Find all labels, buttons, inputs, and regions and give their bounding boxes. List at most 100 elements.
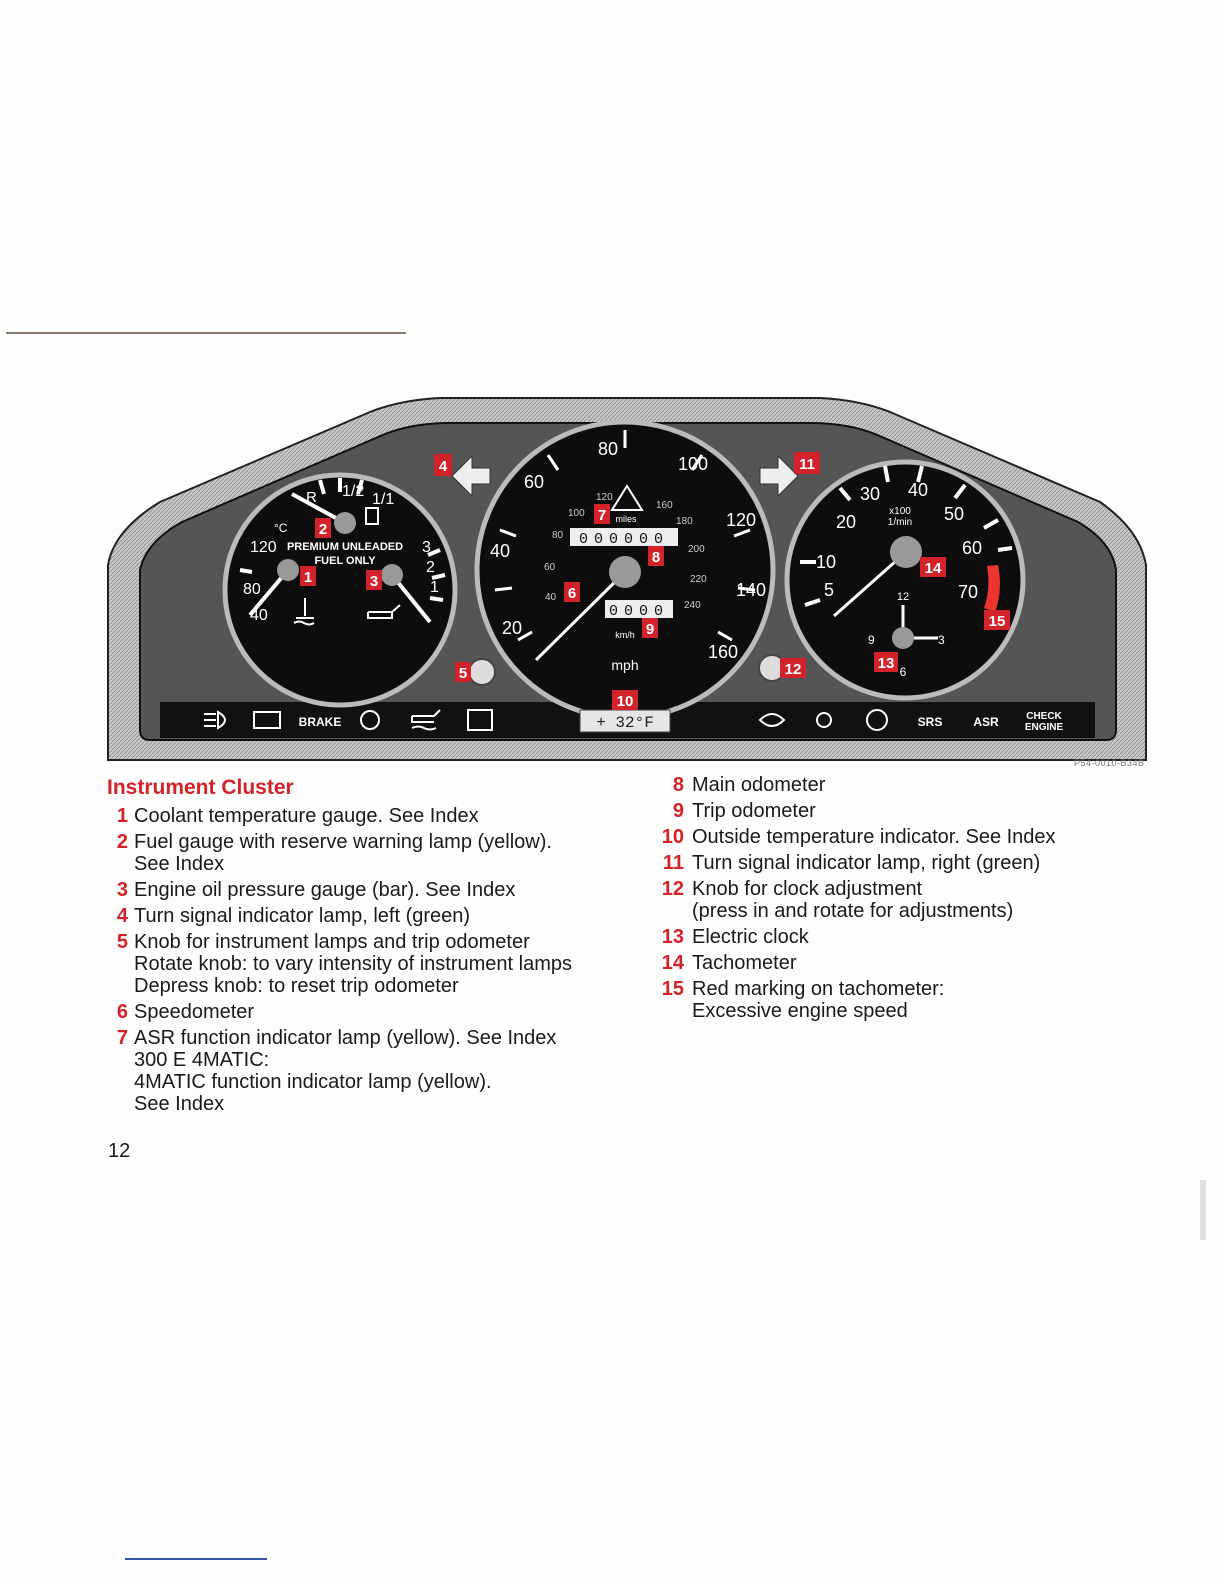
tach-label-70: 70 [958,582,978,602]
svg-text:15: 15 [989,613,1006,630]
battery-icon [253,711,281,729]
callout-10: 10 [612,690,638,710]
fuel-notice-line-1: PREMIUM UNLEADED [287,541,403,553]
callout-1: 1 [300,566,316,586]
legend-item-13: 13 Electric clock [652,926,1102,948]
instrument-cluster-illustration: R 1/2 1/1 °C 120 80 40 3 2 1 PREMIUM UNL… [107,397,1147,761]
fuel-mark-full: 1/1 [372,491,394,508]
legend-item-12: 12 Knob for clock adjustment (press in a… [652,878,1102,922]
oil-can-icon [367,604,401,619]
tachometer-ticks [800,465,1013,607]
main-odometer-digits: 000000 [579,531,669,548]
callout-13: 13 [874,652,898,672]
tachometer-needle [833,550,907,618]
mph-label-20: 20 [502,618,522,638]
tach-label-60: 60 [962,538,982,558]
lamp-srs: SRS [918,715,943,729]
kmh-label-100: 100 [568,508,585,519]
kmh-unit-label: km/h [615,630,635,640]
bulb-failure-icon [816,712,832,728]
oil-level-icon [411,709,441,731]
legend-item-10: 10 Outside temperature indicator. See In… [652,826,1102,848]
kmh-label-220: 220 [690,574,707,585]
legend-text: Depress knob: to reset trip odometer [134,975,459,997]
coolant-mark-120: 120 [250,539,277,556]
mph-unit-label: mph [611,657,638,673]
lamp-check-line-1: CHECK [1026,711,1062,722]
brake-pad-icon [360,710,380,730]
tach-label-10: 10 [816,552,836,572]
svg-text:10: 10 [617,693,634,710]
legend-text: See Index [134,853,225,875]
legend-text: ASR function indicator lamp (yellow). Se… [134,1027,557,1049]
legend-item-9: 9 Trip odometer [652,800,1102,822]
oil-mark-2: 2 [426,559,435,576]
svg-text:4: 4 [439,458,448,475]
legend-item-4: 4 Turn signal indicator lamp, left (gree… [106,905,626,927]
bottom-rule [125,1558,267,1560]
svg-text:1: 1 [304,569,312,586]
temperature-display-value: + 32°F [596,714,654,732]
instrument-lamp-knob [468,658,496,686]
legend-item-1: 1 Coolant temperature gauge. See Index [106,805,626,827]
main-odometer-window [570,528,678,546]
legend-item-14: 14 Tachometer [652,952,1102,974]
svg-text:8: 8 [652,549,660,566]
legend-left-column: 1 Coolant temperature gauge. See Index 2… [106,805,626,1115]
legend-item-7: 7 ASR function indicator lamp (yellow). … [106,1027,626,1115]
lamp-brake: BRAKE [299,715,342,729]
clock-pivot [892,627,914,649]
svg-text:7: 7 [598,507,606,524]
coolant-thermometer-icon [293,598,315,626]
legend-text: (press in and rotate for adjustments) [692,900,1014,922]
oil-mark-1: 1 [430,579,439,596]
mph-label-100: 100 [678,454,708,474]
svg-text:13: 13 [878,655,895,672]
legend-item-2: 2 Fuel gauge with reserve warning lamp (… [106,831,626,875]
callout-9: 9 [642,618,658,638]
mph-label-120: 120 [726,510,756,530]
clock-label-3: 3 [938,633,945,647]
callout-11: 11 [794,452,820,474]
legend-text: Turn signal indicator lamp, left (green) [134,905,471,927]
clock-label-12: 12 [897,591,909,603]
fuel-mark-half: 1/2 [342,483,364,500]
legend-text: Speedometer [134,1001,255,1023]
turn-signal-left-arrow-icon [451,454,491,498]
kmh-label-180: 180 [676,516,693,527]
oil-pivot [381,564,403,586]
legend-text: Fuel gauge with reserve warning lamp (ye… [134,831,552,853]
svg-text:5: 5 [459,665,467,682]
tach-label-20: 20 [836,512,856,532]
svg-text:11: 11 [799,456,815,473]
legend-number: 14 [661,952,684,974]
kmh-label-240: 240 [684,600,701,611]
page-edge-mark [1200,1180,1206,1240]
combination-gauge-ticks [239,478,446,602]
trip-odometer-digits: 0000 [609,603,669,620]
abs-icon [866,709,888,731]
tach-label-30: 30 [860,484,880,504]
clock-label-6: 6 [900,665,907,679]
legend-number: 11 [662,852,684,874]
legend-text: Coolant temperature gauge. See Index [134,805,479,827]
legend-text: Turn signal indicator lamp, right (green… [692,852,1041,874]
top-rule [6,332,406,334]
tach-unit-line-2: 1/min [888,517,912,528]
callout-12: 12 [780,658,806,678]
tachometer-dial [784,459,1026,701]
legend-text: Rotate knob: to vary intensity of instru… [134,953,572,975]
fuel-mark-reserve: R [306,489,317,506]
coolant-mark-80: 80 [243,581,261,598]
section-title: Instrument Cluster [107,776,294,799]
fuel-notice-line-2: FUEL ONLY [314,555,376,567]
page-number: 12 [108,1140,131,1162]
legend-text: Knob for instrument lamps and trip odome… [134,931,530,953]
callout-4: 4 [434,454,452,476]
callout-2: 2 [315,518,331,538]
legend-item-8: 8 Main odometer [652,774,1102,796]
callout-7: 7 [594,504,610,524]
legend-text: Knob for clock adjustment [692,878,923,900]
legend-number: 5 [116,931,128,953]
coolant-level-icon [467,709,493,731]
